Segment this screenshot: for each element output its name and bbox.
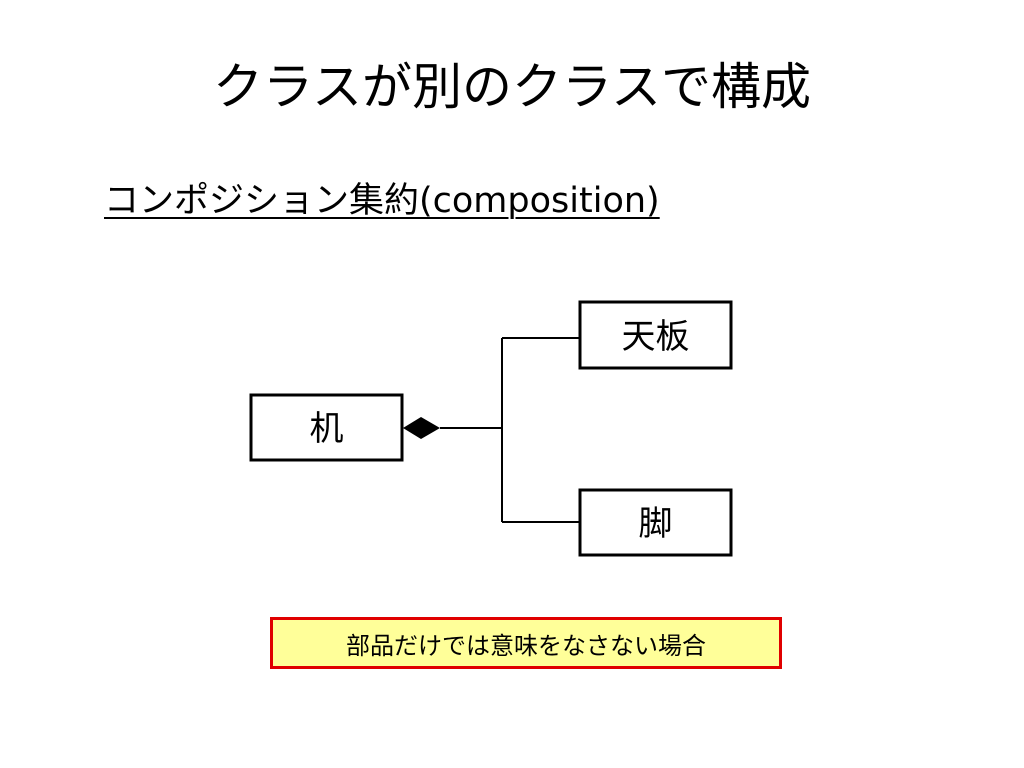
class-label-tabletop: 天板 xyxy=(622,317,690,357)
slide-subtitle: コンポジション集約(composition) xyxy=(104,181,660,221)
slide-title: クラスが別のクラスで構成 xyxy=(213,58,811,116)
class-label-desk: 机 xyxy=(310,409,344,449)
class-box-tabletop[interactable]: 天板 xyxy=(578,300,733,370)
note-box: 部品だけでは意味をなさない場合 xyxy=(270,617,782,669)
class-box-leg[interactable]: 脚 xyxy=(578,488,733,557)
filled-diamond-icon xyxy=(403,417,440,439)
class-box-desk[interactable]: 机 xyxy=(249,393,404,462)
connector-lines xyxy=(440,337,580,523)
note-text: 部品だけでは意味をなさない場合 xyxy=(346,631,706,660)
class-label-leg: 脚 xyxy=(639,504,673,544)
